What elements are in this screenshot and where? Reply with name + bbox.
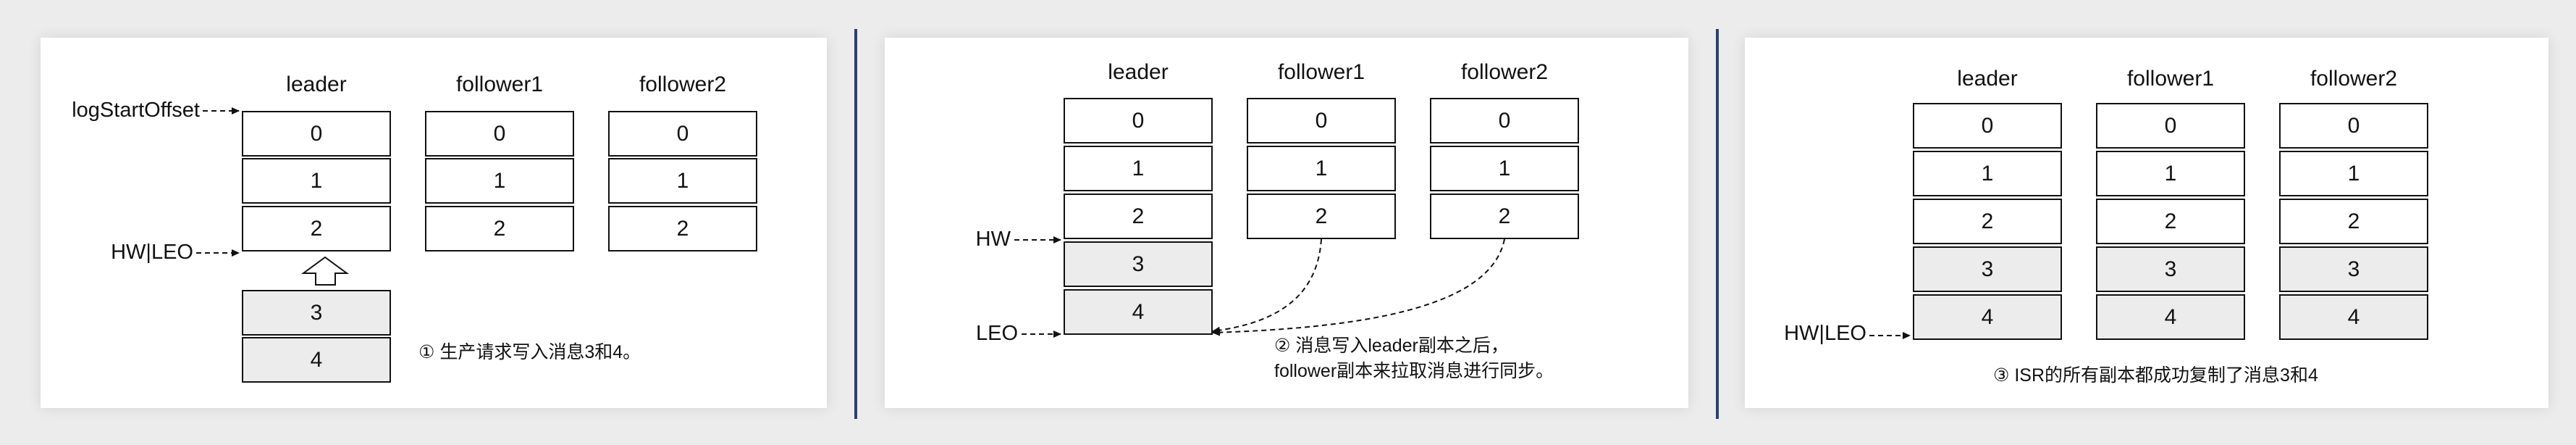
- leader-cell-3: 3: [1064, 241, 1213, 287]
- follower2-cell-2: 2: [608, 206, 757, 251]
- write-up-arrow-icon: [300, 256, 350, 286]
- leader-cell-0: 0: [1064, 98, 1213, 144]
- follower2-cell-0: 0: [2279, 103, 2428, 149]
- caption-1: ① 生产请求写入消息3和4。: [418, 342, 641, 362]
- follower1-cell-0: 0: [2096, 103, 2245, 149]
- incoming-cell-3: 3: [242, 290, 391, 336]
- follower1-cell-4: 4: [2096, 294, 2245, 340]
- follower1-cell-3: 3: [2096, 246, 2245, 292]
- follower2-cell-1: 1: [2279, 151, 2428, 196]
- follower1-cell-0: 0: [1247, 98, 1396, 144]
- follower2-cell-0: 0: [1430, 98, 1579, 144]
- label-hw: HW: [975, 228, 1011, 251]
- header-follower2: follower2: [639, 72, 727, 96]
- header-leader: leader: [286, 72, 347, 96]
- header-follower2: follower2: [1460, 60, 1549, 84]
- incoming-cell-4: 4: [242, 337, 391, 383]
- leader-cell-2: 2: [1913, 199, 2062, 244]
- follower1-cell-2: 2: [425, 206, 574, 251]
- leader-cell-1: 1: [1913, 151, 2062, 196]
- leader-cell-3: 3: [1913, 246, 2062, 292]
- follower1-cell-2: 2: [1247, 194, 1396, 239]
- leader-cell-0: 0: [1913, 103, 2062, 149]
- label-log-start-offset: logStartOffset: [72, 99, 200, 122]
- header-follower2: follower2: [2310, 67, 2398, 91]
- leader-cell-1: 1: [1064, 146, 1213, 191]
- follower1-cell-1: 1: [2096, 151, 2245, 196]
- label-hw-leo: HW|LEO: [111, 241, 193, 264]
- follower2-cell-0: 0: [608, 111, 757, 157]
- follower2-cell-3: 3: [2279, 246, 2428, 292]
- separator-1: [854, 29, 857, 419]
- follower1-cell-0: 0: [425, 111, 574, 157]
- leader-cell-0: 0: [242, 111, 391, 157]
- follower1-cell-2: 2: [2096, 199, 2245, 244]
- fetch-arrow-follower2: [1212, 238, 1505, 336]
- caption-3: ③ ISR的所有副本都成功复制了消息3和4: [1993, 365, 2318, 386]
- header-follower1: follower1: [1277, 60, 1365, 84]
- caption-2-line2: follower副本来拉取消息进行同步。: [1274, 361, 1554, 381]
- leader-cell-1: 1: [242, 158, 391, 204]
- follower2-cell-2: 2: [1430, 194, 1579, 239]
- leader-cell-2: 2: [1064, 194, 1213, 239]
- separator-2: [1716, 29, 1719, 419]
- follower1-cell-1: 1: [425, 158, 574, 204]
- header-leader: leader: [1108, 60, 1169, 84]
- label-hw-leo: HW|LEO: [1784, 322, 1866, 345]
- leader-cell-2: 2: [242, 206, 391, 251]
- fetch-arrow-follower1: [1212, 238, 1322, 334]
- caption-2-line1: ② 消息写入leader副本之后，: [1274, 336, 1509, 356]
- follower2-cell-1: 1: [608, 158, 757, 204]
- leader-cell-4: 4: [1064, 289, 1213, 335]
- follower2-cell-2: 2: [2279, 199, 2428, 244]
- header-follower1: follower1: [2126, 67, 2215, 91]
- follower2-cell-4: 4: [2279, 294, 2428, 340]
- header-follower1: follower1: [455, 72, 544, 96]
- label-leo: LEO: [975, 322, 1018, 345]
- follower2-cell-1: 1: [1430, 146, 1579, 191]
- leader-cell-4: 4: [1913, 294, 2062, 340]
- header-leader: leader: [1957, 67, 2018, 91]
- follower1-cell-1: 1: [1247, 146, 1396, 191]
